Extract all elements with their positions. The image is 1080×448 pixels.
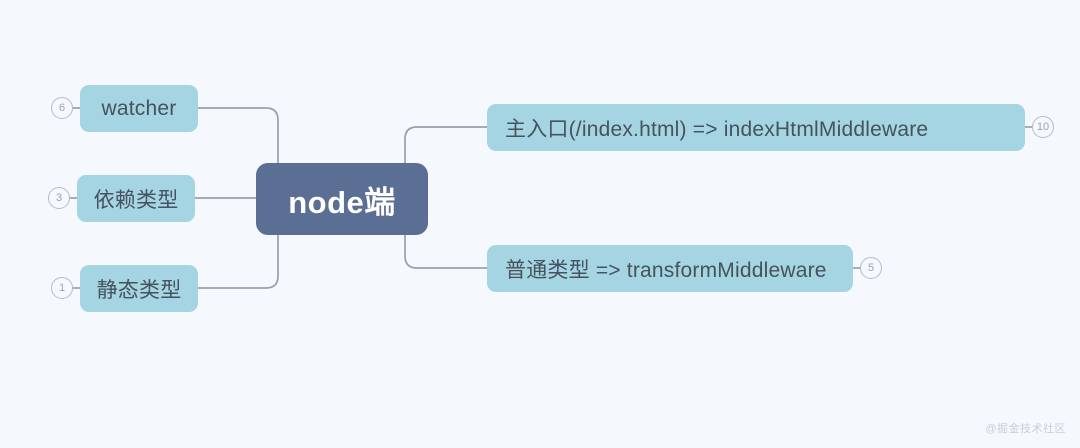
node-dependency-type-label: 依赖类型 (93, 188, 179, 212)
watermark: @掘金技术社区 (985, 423, 1066, 435)
node-index-html-middleware[interactable]: 主入口(/index.html) => indexHtmlMiddleware (487, 104, 1025, 151)
node-static-type-label: 静态类型 (96, 278, 182, 302)
badge-transform-middleware: 5 (860, 257, 882, 279)
badge-watcher-value: 6 (58, 101, 66, 114)
node-dependency-type[interactable]: 依赖类型 (77, 175, 195, 222)
badge-index-html-middleware-value: 10 (1036, 120, 1050, 133)
node-index-html-middleware-label: 主入口(/index.html) => indexHtmlMiddleware (505, 117, 929, 141)
badge-static-type-value: 1 (58, 281, 66, 294)
badge-transform-middleware-value: 5 (867, 261, 875, 274)
badge-dependency-type: 3 (48, 187, 70, 209)
connector-right-indexhtml (404, 126, 487, 172)
node-watcher-label: watcher (101, 96, 177, 120)
node-watcher[interactable]: watcher (80, 85, 198, 132)
node-transform-middleware-label: 普通类型 => transformMiddleware (505, 258, 827, 282)
connector-left-watcher (198, 107, 279, 172)
badge-watcher: 6 (51, 97, 73, 119)
node-static-type[interactable]: 静态类型 (80, 265, 198, 312)
badge-index-html-middleware: 10 (1032, 116, 1054, 138)
node-transform-middleware[interactable]: 普通类型 => transformMiddleware (487, 245, 853, 292)
connector-right-transform (404, 224, 487, 269)
node-root-label: node端 (288, 184, 396, 220)
badge-dependency-type-value: 3 (55, 191, 63, 204)
connector-left-static (198, 224, 279, 289)
node-root-node-duan[interactable]: node端 (256, 163, 428, 235)
badge-static-type: 1 (51, 277, 73, 299)
